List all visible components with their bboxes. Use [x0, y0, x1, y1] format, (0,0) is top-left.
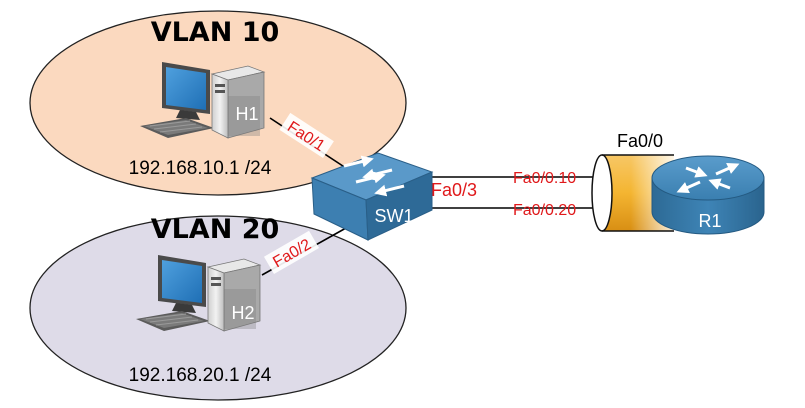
router-icon	[651, 155, 765, 235]
host-h1[interactable]: H1	[140, 62, 266, 139]
port-label-fa03: Fa0/3	[431, 180, 477, 200]
host-h1-ip: 192.168.10.1 /24	[129, 158, 272, 179]
pc-icon	[140, 62, 266, 139]
port-label-fa0-0: Fa0/0	[617, 131, 663, 151]
host-h2[interactable]: H2	[136, 255, 262, 332]
vlan10-title: VLAN 10	[151, 17, 280, 48]
pc-icon	[136, 255, 262, 332]
host-h2-label: H2	[231, 303, 254, 323]
switch-sw1[interactable]: SW1	[310, 152, 434, 241]
port-label-fa0-0-10: Fa0/0.10	[513, 170, 576, 187]
host-h2-ip: 192.168.20.1 /24	[129, 365, 272, 386]
port-label-fa0-0-20: Fa0/0.20	[513, 202, 576, 219]
host-h1-label: H1	[235, 104, 258, 124]
router-r1[interactable]: R1	[651, 155, 765, 235]
vlan20-title: VLAN 20	[151, 214, 280, 245]
switch-label: SW1	[374, 206, 413, 226]
switch-icon	[310, 152, 434, 241]
router-label: R1	[698, 211, 721, 231]
